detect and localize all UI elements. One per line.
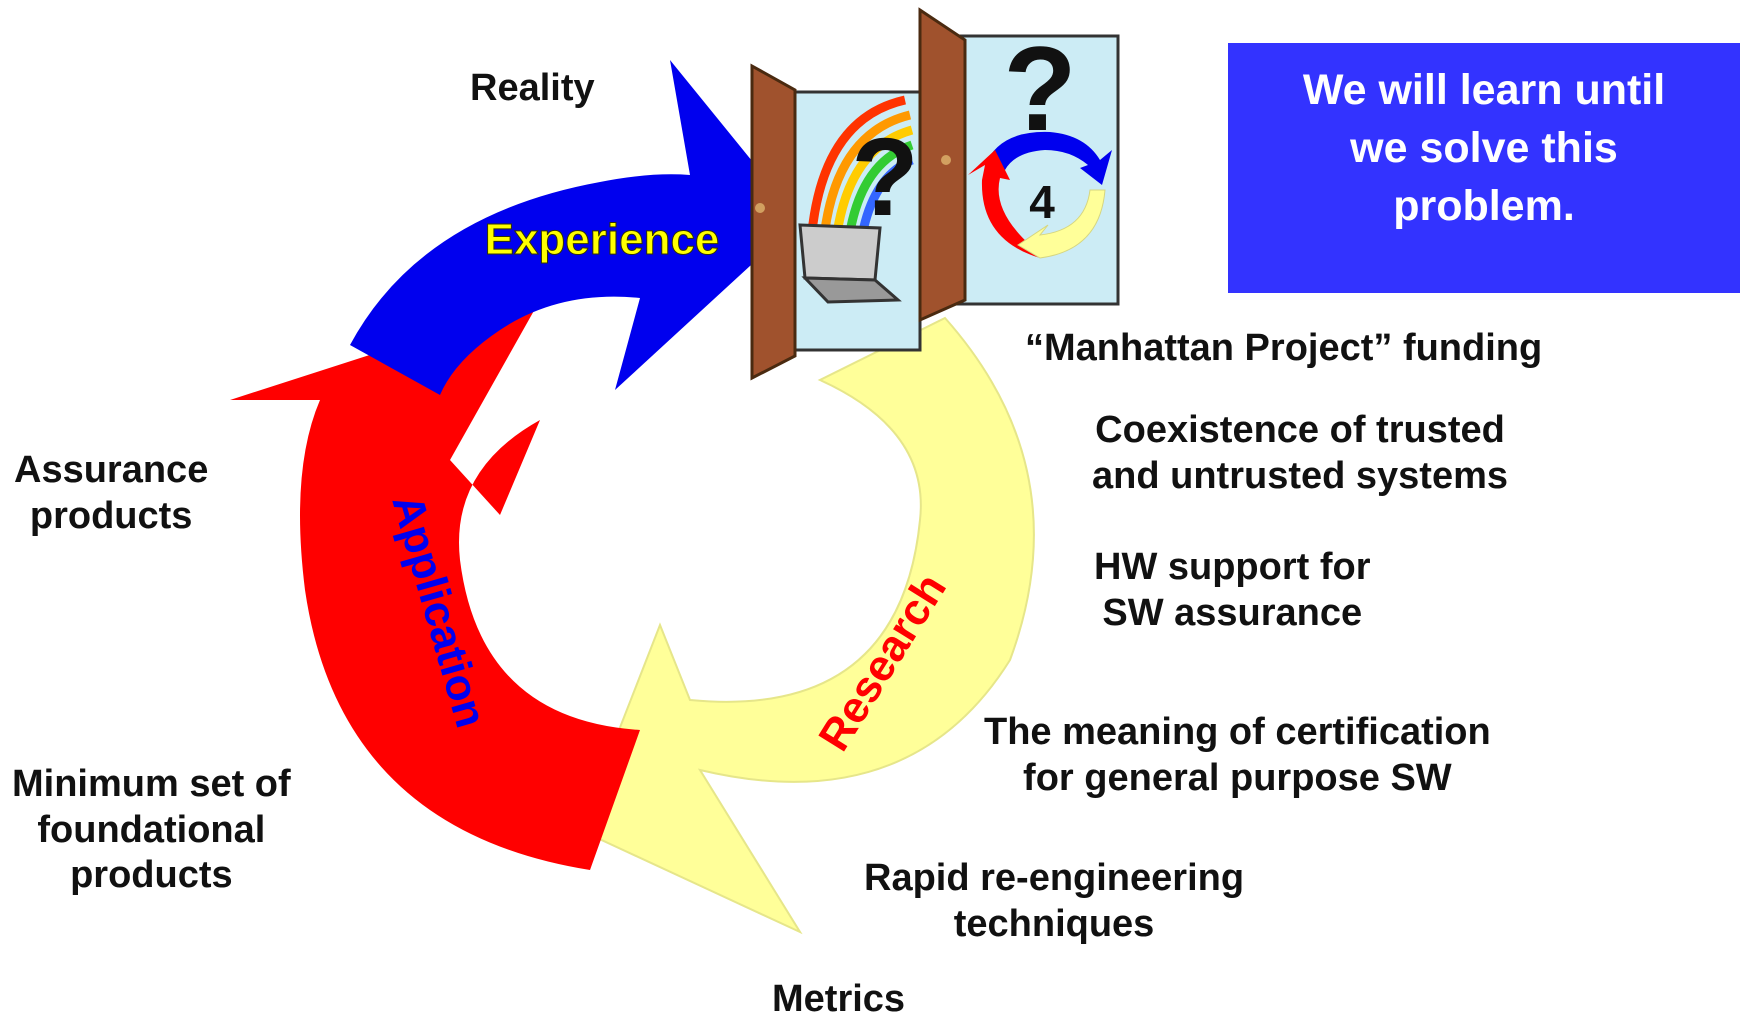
door-icon — [750, 63, 797, 381]
goal-box: We will learn until we solve this proble… — [1228, 43, 1740, 293]
assurance-line-2: products — [29, 494, 193, 537]
goal-line-3: problem. — [1393, 182, 1575, 230]
goal-line-1: We will learn until — [1302, 66, 1666, 114]
experience-label: Experience — [485, 215, 720, 264]
research-item-manhattan: “Manhattan Project” funding — [1025, 326, 1542, 372]
research-arrow — [578, 316, 1035, 935]
research-item-line: The meaning of certification — [984, 711, 1491, 753]
door-clipart: ? ? 4 — [750, 7, 1120, 381]
assurance-line-1: Assurance — [14, 449, 209, 491]
minimum-line-1: Minimum set of — [12, 763, 291, 805]
research-item-hw-support: HW support for SW assurance — [1094, 545, 1371, 636]
research-item-line: for general purpose SW — [1023, 756, 1452, 799]
research-item-coexistence: Coexistence of trusted and untrusted sys… — [1092, 408, 1508, 499]
research-item-certification: The meaning of certification for general… — [984, 710, 1491, 801]
application-arrow — [230, 300, 640, 870]
research-item-line: Rapid re-engineering — [864, 857, 1245, 899]
research-item-line: and untrusted systems — [1092, 454, 1508, 497]
research-item-line: Coexistence of trusted — [1095, 409, 1505, 451]
reality-label: Reality — [470, 67, 595, 109]
research-item-line: techniques — [953, 902, 1155, 945]
minimum-line-3: products — [70, 854, 233, 897]
laptop-icon — [798, 223, 902, 304]
experience-arrow — [350, 60, 800, 395]
door-icon-right — [918, 7, 967, 323]
research-item-reengineering: Rapid re-engineering techniques — [864, 856, 1244, 947]
research-item-line: HW support for — [1094, 546, 1371, 588]
goal-line-2: we solve this — [1350, 124, 1618, 172]
metrics-label: Metrics — [772, 978, 906, 1020]
research-item-line: “Manhattan Project” funding — [1025, 327, 1543, 369]
svg-text:4: 4 — [1029, 176, 1055, 228]
question-mark-icon: ? — [851, 116, 918, 239]
assurance-products-label: Assurance products — [14, 448, 208, 539]
research-item-line: SW assurance — [1102, 591, 1363, 634]
minimum-set-label: Minimum set of foundational products — [12, 762, 291, 899]
mini-cycle-icon: 4 — [968, 131, 1112, 259]
minimum-line-2: foundational — [37, 808, 266, 851]
